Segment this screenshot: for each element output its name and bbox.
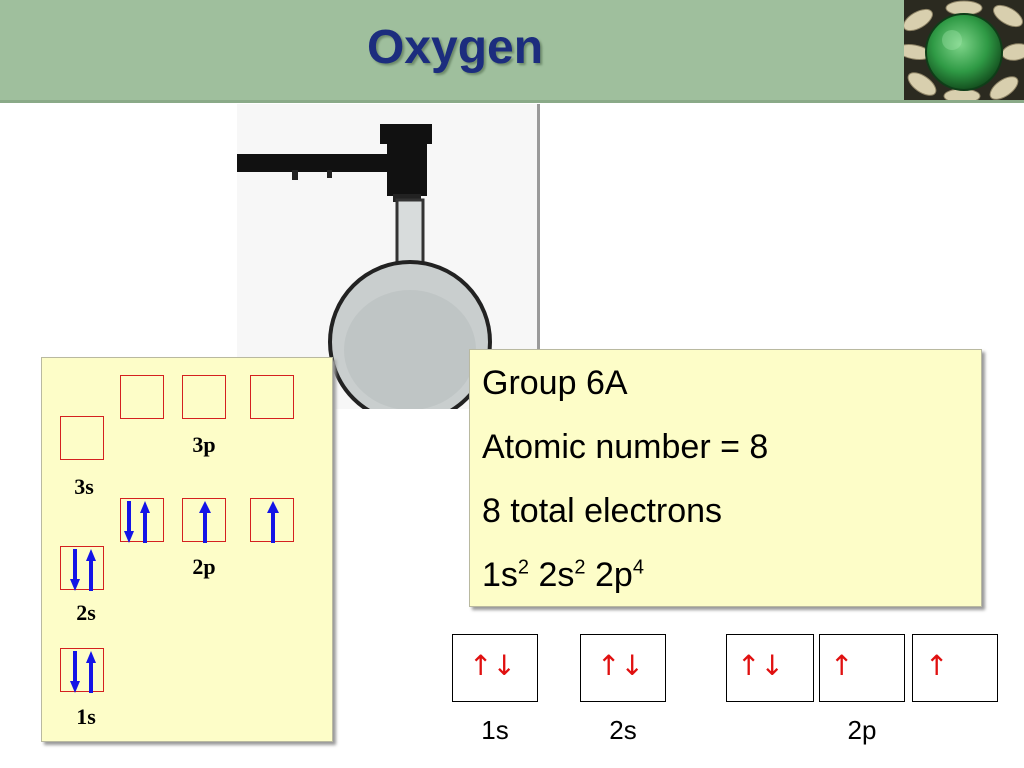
config-orbital-2s: 2s xyxy=(538,556,575,594)
electron-box-label-2p: 2p xyxy=(847,715,877,745)
orbital-label-3s: 3s xyxy=(74,474,94,499)
electron-arrows-2s: ↑↓ xyxy=(597,649,644,682)
config-electrons-2s: 2 xyxy=(574,556,586,579)
orbital-box-2p-3 xyxy=(250,498,294,543)
group-text: Group 6A xyxy=(482,364,628,402)
paired-electron-arrows-icon xyxy=(124,501,150,543)
electron-arrows-2p-3: ↑ xyxy=(925,649,949,682)
orbital-box-2p-1 xyxy=(120,498,164,543)
orbital-box-2p-2 xyxy=(182,498,226,543)
orbital-label-3p: 3p xyxy=(192,432,216,457)
orbital-box-3p-1 xyxy=(120,375,164,419)
element-info-panel: Group 6A Atomic number = 8 8 total elect… xyxy=(469,349,982,607)
electron-box-label-2s: 2s xyxy=(609,715,637,745)
orbital-label-2s: 2s xyxy=(76,600,96,625)
paired-electron-arrows-icon xyxy=(70,651,96,693)
orbital-box-3p-2 xyxy=(182,375,226,419)
electron-box-2p-1: ↑↓ xyxy=(726,634,814,702)
electron-box-label-1s: 1s xyxy=(481,715,509,745)
atomic-number-text: Atomic number = 8 xyxy=(482,428,769,466)
orbital-diagram-panel: 3s 3p 2p 2s 1s xyxy=(41,357,333,742)
electron-configuration: 1s2 2s2 2p4 xyxy=(482,556,644,595)
electron-arrows-1s: ↑↓ xyxy=(469,649,516,682)
slide-header: Oxygen xyxy=(0,0,1024,103)
paired-electron-arrows-icon xyxy=(70,549,96,591)
electron-box-2p-2: ↑ xyxy=(819,634,905,702)
orbital-box-3p-3 xyxy=(250,375,294,419)
config-electrons-1s: 2 xyxy=(517,556,530,579)
orbital-label-1s: 1s xyxy=(76,704,96,729)
electron-box-1s: ↑↓ xyxy=(452,634,538,702)
cell-photo xyxy=(904,0,1024,100)
config-orbital-2p: 2p xyxy=(595,556,633,594)
spin-up-arrow-icon xyxy=(199,501,211,543)
electron-arrows-2p-2: ↑ xyxy=(830,649,854,682)
orbital-box-2s xyxy=(60,546,104,591)
orbital-box-1s xyxy=(60,648,104,693)
electron-box-2s: ↑↓ xyxy=(580,634,666,702)
electron-box-2p-3: ↑ xyxy=(912,634,998,702)
orbital-label-2p: 2p xyxy=(192,554,216,579)
config-orbital-1s: 1s xyxy=(482,556,518,594)
electron-arrows-2p-1: ↑↓ xyxy=(737,649,784,682)
total-electrons-text: 8 total electrons xyxy=(482,492,723,530)
spin-up-arrow-icon xyxy=(267,501,279,543)
slide-title: Oxygen xyxy=(366,21,544,74)
orbital-box-3s xyxy=(60,416,104,460)
config-electrons-2p: 4 xyxy=(632,556,644,579)
